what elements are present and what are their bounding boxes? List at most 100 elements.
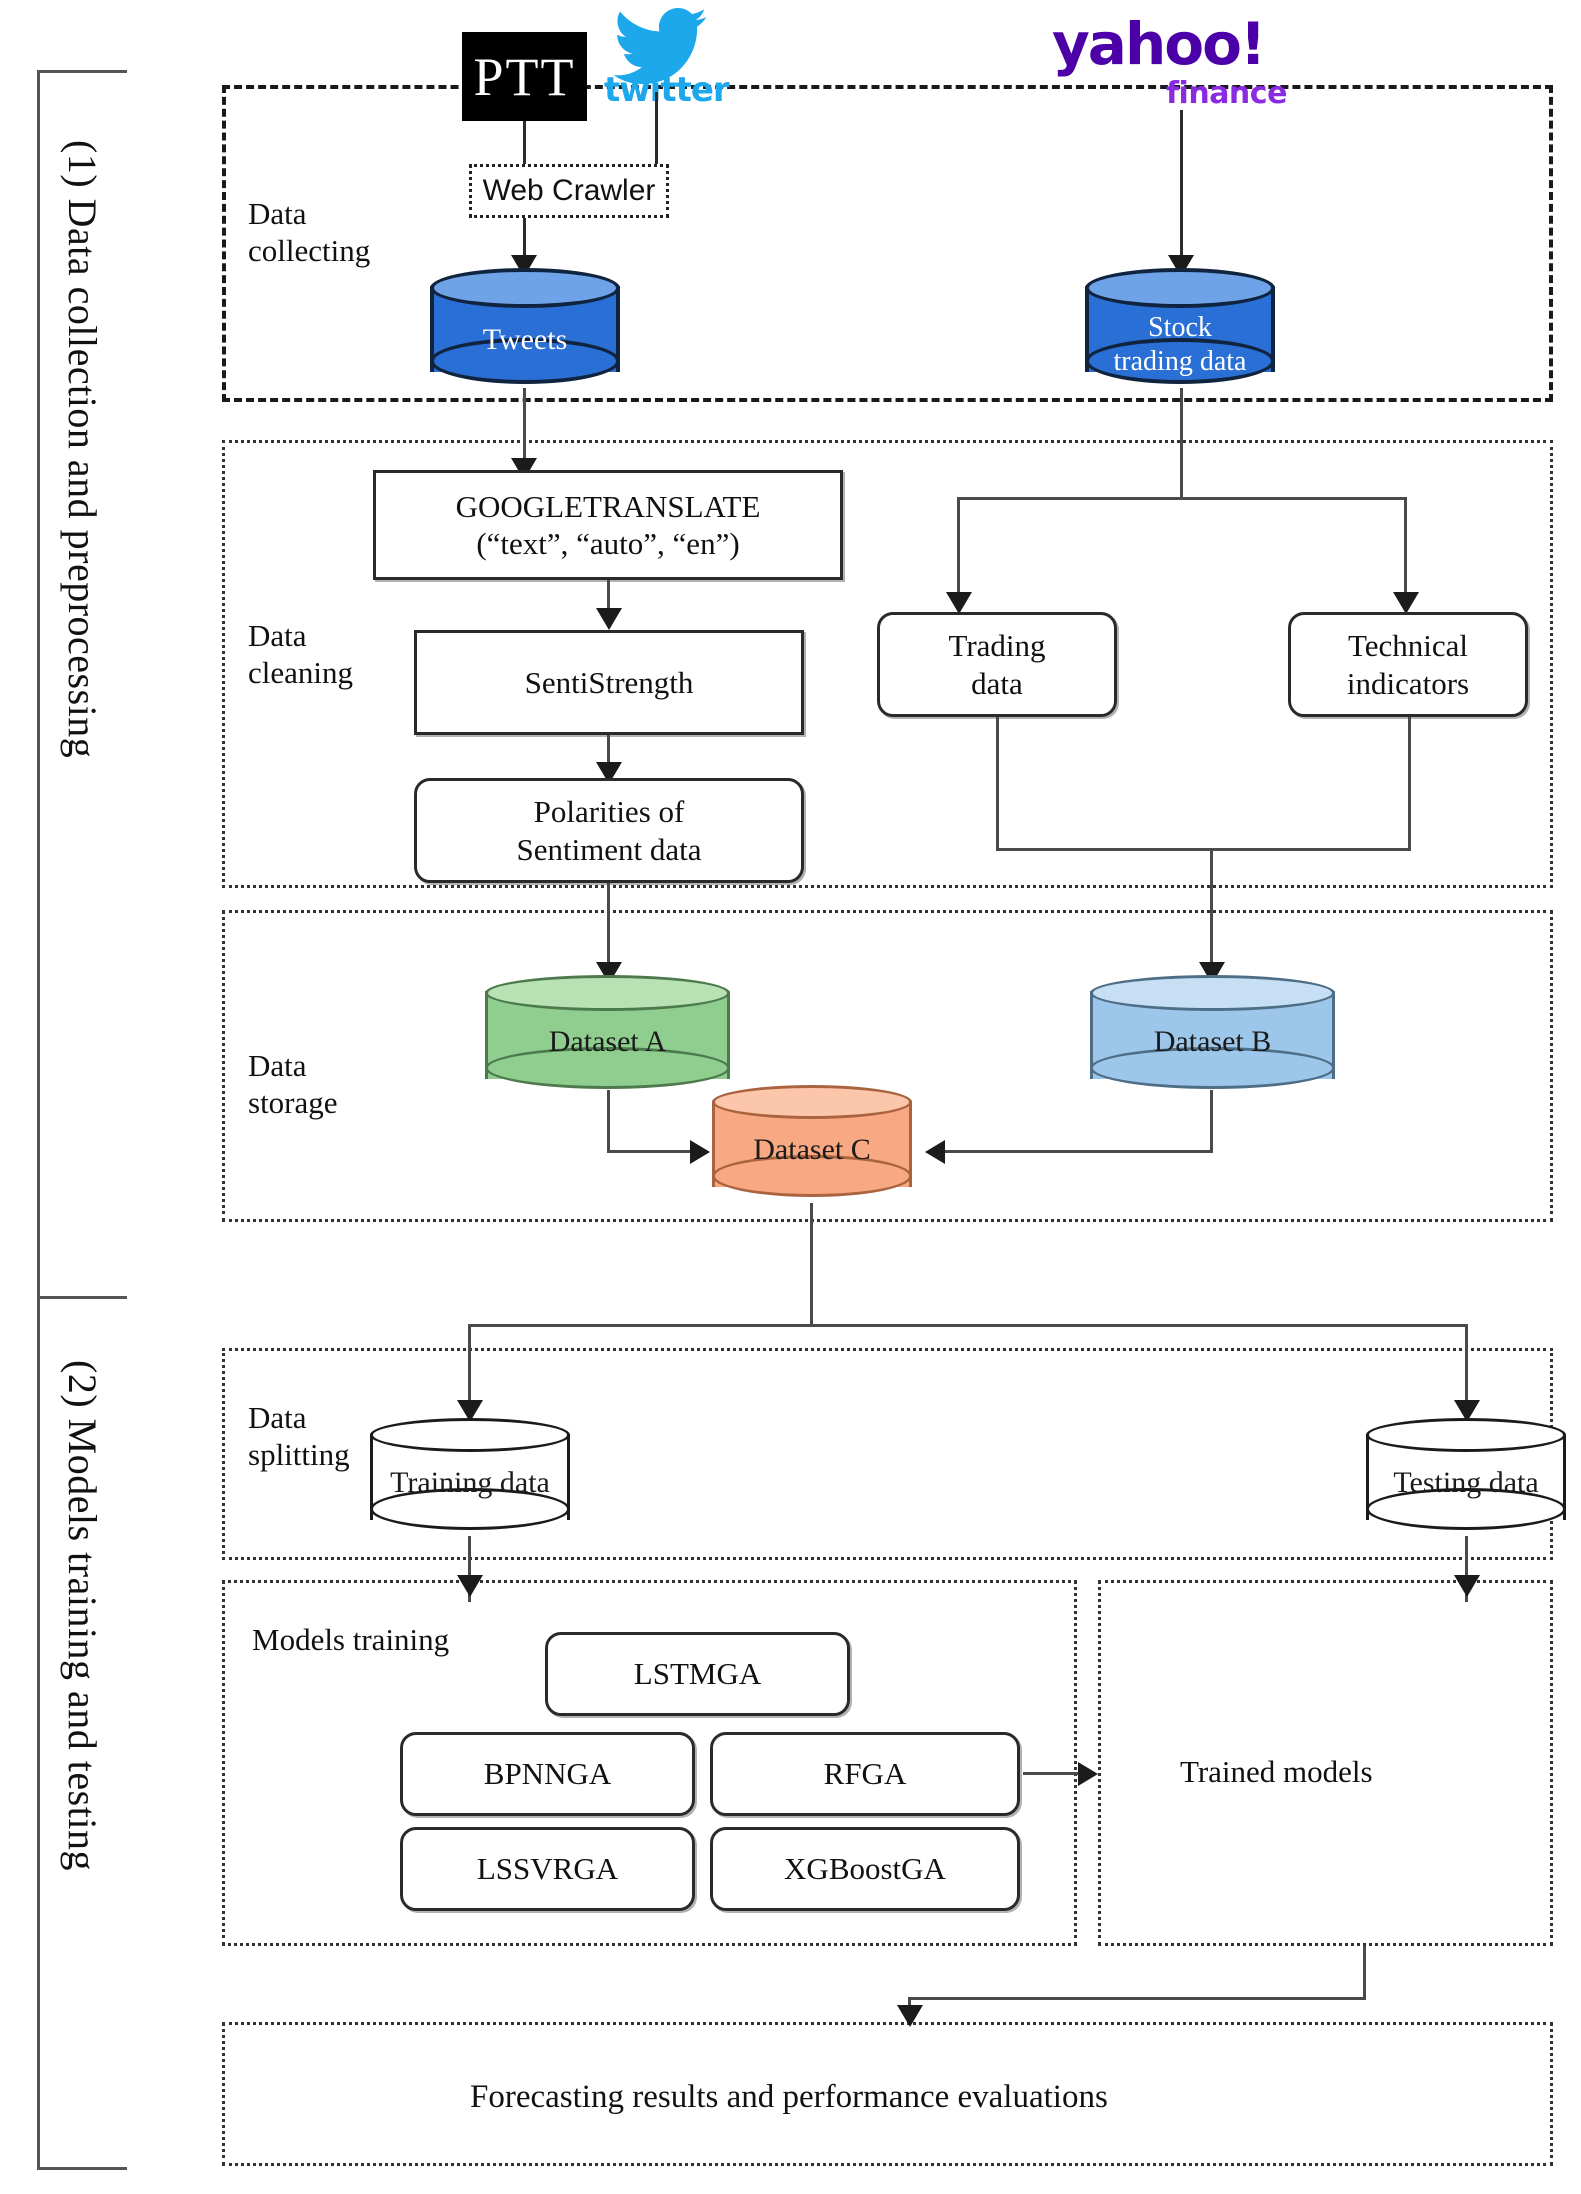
line-split-to-technical	[1404, 497, 1407, 600]
arrow-testing-to-trained	[1454, 1575, 1480, 1597]
line-fork-to-testing	[1465, 1324, 1468, 1408]
results-label: Forecasting results and performance eval…	[470, 2079, 1108, 2115]
cylinder-tweets-label: Tweets	[482, 323, 568, 356]
model-box-lstmga: LSTMGA	[545, 1632, 850, 1716]
line-ptt-to-crawler	[523, 121, 526, 164]
phase-rail-tick-mid	[37, 1296, 127, 1299]
cylinder-dataset-a-top	[485, 975, 730, 1011]
section-data-storage	[222, 910, 1553, 1222]
cylinder-stock-label: Stock trading data	[1113, 312, 1247, 377]
arrow-to-technical-indicators	[1393, 592, 1419, 614]
ptt-logo: PTT	[462, 32, 587, 121]
line-trading-down	[996, 717, 999, 850]
cylinder-dataset-b-bottom	[1090, 1047, 1335, 1089]
line-dataset-b-to-c	[930, 1150, 1213, 1153]
cylinder-dataset-a-bottom	[485, 1047, 730, 1089]
stage-label-data-storage: Data storage	[248, 1048, 338, 1120]
cylinder-training-data: Training data	[370, 1418, 570, 1536]
line-trained-to-results-horizontal	[908, 1997, 1366, 2000]
stage-label-data-cleaning: Data cleaning	[248, 618, 354, 690]
stage-label-models-training: Models training	[252, 1622, 450, 1657]
section-data-collecting	[222, 85, 1553, 402]
cylinder-tweets-top	[430, 268, 620, 308]
arrow-models-to-trained	[1078, 1762, 1098, 1786]
polarities-box: Polarities of Sentiment data	[414, 778, 804, 883]
phase-2-label: (2) Models training and testing	[60, 1360, 105, 1871]
cylinder-training-bottom	[370, 1488, 570, 1530]
arrow-training-to-models	[457, 1575, 483, 1597]
cylinder-dataset-b-top	[1090, 975, 1335, 1011]
phase-rail-vertical	[37, 70, 40, 2170]
line-crawler-to-tweets	[523, 218, 526, 262]
line-split-fork-horizontal	[468, 1324, 1468, 1327]
cylinder-dataset-c-label: Dataset C	[753, 1133, 871, 1166]
model-box-rfga: RFGA	[710, 1732, 1020, 1816]
cylinder-dataset-b-label: Dataset B	[1153, 1025, 1272, 1058]
google-translate-box: GOOGLETRANSLATE (“text”, “auto”, “en”)	[373, 470, 843, 580]
line-dataset-a-to-c	[607, 1150, 695, 1153]
line-fork-to-training	[468, 1324, 471, 1408]
phase-rail-tick-top	[37, 70, 127, 73]
model-box-bpnnga: BPNNGA	[400, 1732, 695, 1816]
cylinder-stock-top	[1085, 268, 1275, 308]
line-split-to-trading	[957, 497, 960, 600]
line-sentistrength-to-polarities	[607, 735, 610, 773]
model-box-xgboostga: XGBoostGA	[710, 1827, 1020, 1911]
line-testing-to-trained	[1465, 1536, 1468, 1602]
cylinder-tweets-bottom	[430, 338, 620, 384]
cylinder-dataset-c-top	[712, 1085, 912, 1119]
yahoo-wordmark: yahoo!	[1052, 10, 1266, 78]
line-merge-to-dataset-b	[1210, 848, 1213, 973]
section-trained-models	[1098, 1580, 1553, 1946]
arrow-dataset-a-to-c	[690, 1140, 710, 1164]
arrow-translate-to-sentistrength	[596, 608, 622, 630]
arrow-to-results	[897, 2005, 923, 2027]
cylinder-dataset-a-label: Dataset A	[548, 1025, 667, 1058]
line-dataset-c-down	[810, 1203, 813, 1327]
cylinder-dataset-b: Dataset B	[1090, 975, 1335, 1095]
line-translate-to-sentistrength	[607, 580, 610, 618]
trained-models-label: Trained models	[1180, 1754, 1373, 1789]
arrow-fork-to-testing	[1454, 1400, 1480, 1422]
line-polarities-to-dataset-a	[607, 883, 610, 973]
line-yahoo-to-stock	[1180, 110, 1183, 262]
line-dataset-a-down	[607, 1090, 610, 1152]
line-twitter-to-crawler	[655, 92, 658, 164]
sentistrength-box: SentiStrength	[414, 630, 804, 735]
section-results	[222, 2022, 1553, 2166]
cylinder-dataset-a: Dataset A	[485, 975, 730, 1095]
cylinder-testing-top	[1366, 1418, 1566, 1452]
line-models-to-trained	[1023, 1772, 1083, 1775]
line-trained-down	[1363, 1946, 1366, 2000]
yahoo-finance-wordmark: finance	[1166, 76, 1287, 111]
cylinder-dataset-c-bottom	[712, 1155, 912, 1197]
section-data-cleaning	[222, 440, 1553, 888]
line-tweets-to-translate	[523, 388, 526, 468]
stage-label-data-collecting: Data collecting	[248, 196, 371, 268]
technical-indicators-box: Technical indicators	[1288, 612, 1528, 717]
line-stock-to-split	[1180, 388, 1183, 499]
cylinder-training-top	[370, 1418, 570, 1452]
phase-1-label: (1) Data collection and preprocessing	[60, 140, 105, 759]
model-box-lssvrga: LSSVRGA	[400, 1827, 695, 1911]
cylinder-testing-bottom	[1366, 1488, 1566, 1530]
section-models-training	[222, 1580, 1077, 1946]
web-crawler-box: Web Crawler	[469, 164, 669, 218]
arrow-to-trading-data	[946, 592, 972, 614]
trading-data-box: Trading data	[877, 612, 1117, 717]
cylinder-testing-label: Testing data	[1393, 1466, 1539, 1499]
line-technical-down	[1408, 717, 1411, 850]
arrow-dataset-b-to-c	[925, 1140, 945, 1164]
line-merge-horizontal	[996, 848, 1411, 851]
stage-label-data-splitting: Data splitting	[248, 1400, 350, 1472]
twitter-bird-icon	[596, 8, 724, 84]
phase-rail-tick-bottom	[37, 2167, 127, 2170]
line-stock-split-horizontal	[957, 497, 1407, 500]
cylinder-testing-data: Testing data	[1366, 1418, 1566, 1536]
cylinder-training-label: Training data	[390, 1466, 550, 1499]
cylinder-tweets: Tweets	[430, 268, 620, 388]
line-dataset-b-down	[1210, 1090, 1213, 1152]
line-training-to-models	[468, 1536, 471, 1602]
cylinder-stock-trading-data: Stock trading data	[1085, 268, 1275, 388]
